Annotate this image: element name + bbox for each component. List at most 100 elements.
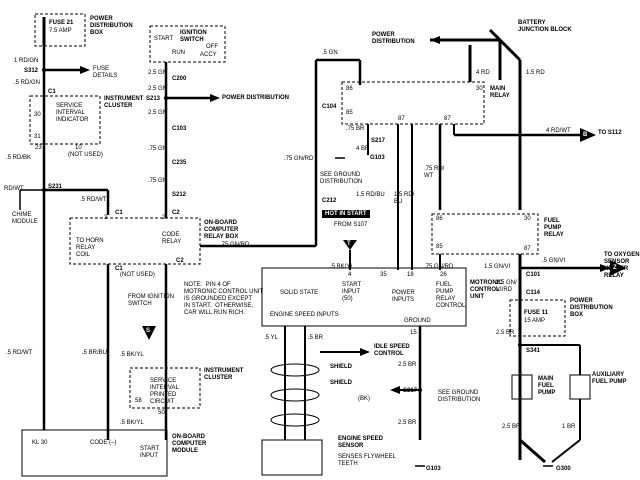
connector-label: C2 bbox=[176, 258, 184, 264]
service-indicator-1-label: SERVICE INTERVAL INDICATOR bbox=[56, 103, 89, 123]
fuel-pump-relay-control-label: FUEL PUMP RELAY CONTROL bbox=[436, 282, 466, 309]
bk-label: (BK) bbox=[358, 396, 370, 402]
wire-label: 2.5 GN/ VI/RD bbox=[496, 280, 517, 293]
pin-label: 18 bbox=[407, 272, 414, 278]
ignition-switch-label: IGNITION SWITCH bbox=[180, 30, 207, 43]
from-ignition-label: FROM IGNITION SWITCH bbox=[128, 294, 174, 307]
idle-speed-label: IDLE SPEED CONTROL bbox=[374, 344, 410, 357]
see-ground-2-label: SEE GROUND DISTRIBUTION bbox=[438, 390, 481, 403]
fuse21-rating: 7.5 AMP bbox=[49, 28, 72, 34]
onboard-module-label: ON-BOARD COMPUTER MODULE bbox=[172, 434, 207, 454]
pin-label: 30 bbox=[524, 216, 531, 222]
motronic-label: MOTRONIC CONTROL UNIT bbox=[470, 280, 503, 300]
pin-label: 50 bbox=[158, 410, 165, 416]
marker-t: T bbox=[347, 241, 351, 247]
connector-label: C1 bbox=[115, 266, 123, 272]
wire-label: .5 BK/YL bbox=[120, 352, 144, 358]
start-label: START bbox=[154, 36, 174, 42]
power-distribution-mid-label: POWER DISTRIBUTION bbox=[222, 95, 289, 101]
engine-speed-inputs-label: ENGINE SPEED INPUTS bbox=[270, 312, 339, 318]
off-label: OFF bbox=[206, 44, 218, 50]
chime-module-label: CHIME MODULE bbox=[12, 212, 38, 225]
horn-relay-label: TO HORN RELAY COIL bbox=[76, 238, 104, 258]
pin-label: 23 bbox=[35, 145, 42, 151]
run-label: RUN bbox=[172, 50, 185, 56]
wire-label: 4 RD/WT bbox=[546, 128, 571, 134]
wire-label: 2.5 GN bbox=[148, 70, 168, 76]
fuel-pump-relay-label: FUEL PUMP RELAY bbox=[544, 218, 564, 238]
connector-label: C212 bbox=[322, 198, 337, 204]
marker-s: S bbox=[146, 328, 151, 334]
code-minus-label: CODE (–) bbox=[90, 440, 117, 446]
splice-s217b: S217 bbox=[403, 388, 418, 394]
pin-label: 30 bbox=[476, 86, 483, 92]
fuse11-rating: 15 AMP bbox=[524, 318, 546, 324]
wire-label: .5 GN/VI bbox=[542, 258, 566, 264]
ground-g103b: G103 bbox=[426, 466, 441, 472]
from-s107-label: FROM S107 bbox=[334, 222, 368, 228]
instrument-cluster-1-label: INSTRUMENT CLUSTER bbox=[104, 96, 144, 109]
shield-label: SHIELD bbox=[330, 364, 353, 370]
flywheel-label: SENSES FLYWHEEL TEETH bbox=[338, 454, 396, 467]
connector-label: C2 bbox=[172, 210, 180, 216]
connector-label: C200 bbox=[172, 76, 187, 82]
code-relay-label: CODE RELAY bbox=[162, 232, 182, 245]
wire-label: .75 RD/ WT bbox=[424, 166, 445, 179]
accy-label: ACCY bbox=[200, 52, 217, 58]
see-ground-1-label: SEE GROUND DISTRIBUTION bbox=[320, 172, 363, 185]
pin-label: 35 bbox=[380, 272, 387, 278]
connector-label: C1 bbox=[115, 210, 123, 216]
battery-junction-label: BATTERY JUNCTION BLOCK bbox=[518, 20, 572, 33]
pin-label: 3 bbox=[104, 215, 108, 221]
power-inputs-label: POWER INPUTS bbox=[392, 290, 415, 303]
wire-label: .5 BR/BU bbox=[82, 350, 108, 356]
power-distribution-top-label: POWER DISTRIBUTION bbox=[372, 32, 415, 45]
wire-label: 2.5 BR bbox=[496, 330, 515, 336]
wire-label: 2.5 GN bbox=[148, 86, 168, 92]
pin-label: 58 bbox=[135, 398, 142, 404]
wire-label: .5 YL bbox=[264, 335, 278, 341]
wire-label: 2.5 BR bbox=[398, 420, 417, 426]
wire-label: 1.5 RD/BU bbox=[356, 192, 385, 198]
splice-s213: S213 bbox=[146, 96, 161, 102]
start-input-mcu-label: START INPUT (50) bbox=[342, 282, 362, 302]
wire-label: 2.5 GN bbox=[148, 110, 168, 116]
wire-label: 2.5 BR bbox=[502, 424, 521, 430]
pin-label: 31 bbox=[34, 134, 41, 140]
wire-label: 1.5 RD bbox=[526, 70, 545, 76]
hot-in-start-badge: HOT IN START bbox=[322, 210, 370, 218]
to-o2-label: TO OXYGEN SENSOR HEATER RELAY bbox=[604, 252, 640, 279]
kl30-label: KL 30 bbox=[32, 440, 48, 446]
splice-s231: S231 bbox=[48, 184, 63, 190]
power-dist-box-2-label: POWER DISTRIBUTION BOX bbox=[570, 298, 613, 318]
wire-label: 4 BR bbox=[356, 146, 370, 152]
instrument-cluster-2-label: INSTRUMENT CLUSTER bbox=[204, 368, 244, 381]
pin-label: 26 bbox=[440, 272, 447, 278]
connector-label: C103 bbox=[172, 126, 187, 132]
marker-b: B bbox=[583, 132, 588, 138]
wire-label: .75 GN/RD bbox=[284, 156, 314, 162]
solid-state-label: SOLID STATE bbox=[280, 290, 319, 296]
connector-label: C1 bbox=[48, 89, 56, 95]
pin-label: 85 bbox=[346, 110, 353, 116]
wire-label: .75 GN bbox=[148, 178, 168, 184]
splice-s217: S217 bbox=[371, 138, 386, 144]
to-s112-label: TO S112 bbox=[598, 130, 622, 136]
fuse11-name: FUSE 11 bbox=[524, 310, 549, 316]
splice-s312: S312 bbox=[24, 68, 39, 74]
pin-label: 87 bbox=[524, 246, 531, 252]
aux-fuel-pump-label: AUXILIARY FUEL PUMP bbox=[592, 372, 627, 385]
wire-label: 1.5 GN/VI bbox=[484, 264, 511, 270]
wire-label: .5 BR bbox=[308, 335, 324, 341]
engine-speed-sensor-label: ENGINE SPEED SENSOR bbox=[338, 436, 384, 449]
main-relay-label: MAIN RELAY bbox=[490, 86, 510, 99]
wire-label: 4 RD bbox=[476, 70, 490, 76]
note-text: NOTE: PIN 4 OF MOTRONIC CONTROL UNIT IS … bbox=[184, 282, 264, 316]
pin-label: 86 bbox=[436, 216, 443, 222]
wire-label: 1.5 RD/ BU bbox=[394, 192, 415, 205]
connector-label: C235 bbox=[172, 160, 187, 166]
pin-label: 30 bbox=[34, 112, 41, 118]
pin-label: 4 bbox=[348, 272, 352, 278]
wire-label: .5 RD/WT bbox=[80, 197, 107, 203]
